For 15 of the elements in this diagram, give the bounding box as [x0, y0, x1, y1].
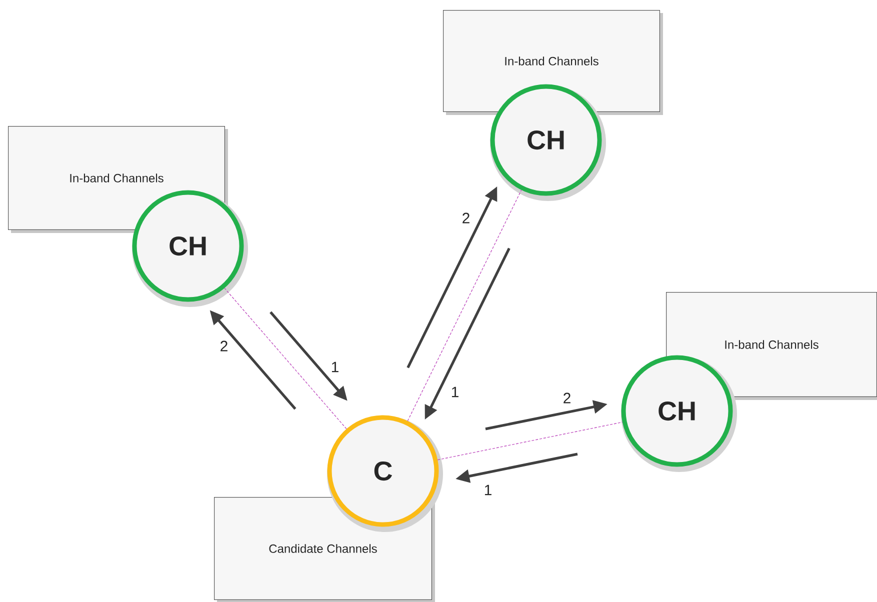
edge-label: 2 [460, 212, 472, 224]
circle-node: CH [621, 355, 738, 472]
dashed-line [407, 190, 522, 422]
edge-label: 1 [450, 386, 460, 398]
circle-node: CH [490, 84, 606, 201]
edge-label: 2 [562, 392, 572, 404]
edge-label: 2 [218, 340, 230, 352]
circle-node: C [327, 415, 443, 532]
text-box: In-band Channels [443, 10, 663, 115]
circle-node: CH [132, 190, 248, 307]
edge-label: 1 [482, 484, 494, 496]
text-box: In-band Channels [666, 292, 877, 400]
dashed-line [224, 288, 347, 430]
dashed-line [437, 422, 623, 460]
edge-label: 1 [330, 360, 340, 374]
